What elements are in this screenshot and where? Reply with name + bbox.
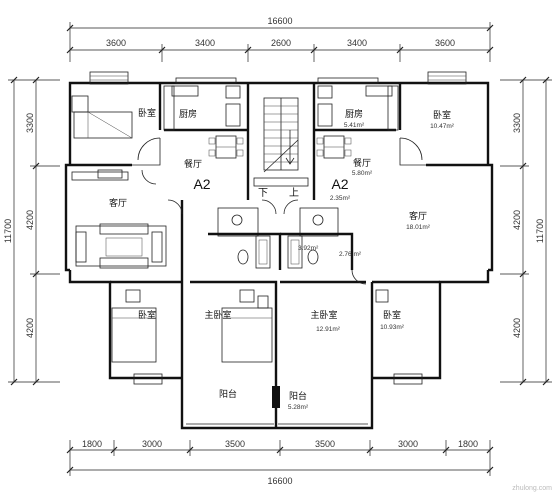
area-kitchen-right: 5.41m² [344, 122, 365, 129]
room-kitchen-left: 厨房 [179, 108, 197, 120]
window-top-left [89, 71, 129, 85]
left-dim-1: 3300 [25, 113, 35, 133]
room-kitchen-right: 厨房 [345, 108, 363, 120]
right-total-dim: 11700 [535, 219, 545, 243]
area-balcony-right: 5.28m² [288, 404, 309, 411]
bottom-dim-5: 3000 [398, 439, 418, 449]
bottom-dim-1: 1800 [82, 439, 102, 449]
window-top-right [427, 71, 467, 85]
room-bedroom-s-right: 卧室 [383, 309, 401, 321]
left-unit: 卧室 厨房 餐厅 A2 客厅 卧室 [70, 83, 278, 400]
left-dim-3: 4200 [25, 318, 35, 338]
unit-label-left: A2 [193, 176, 210, 192]
top-dim-3: 2600 [271, 38, 291, 48]
area-bedroom-ne: 10.47m² [430, 123, 455, 130]
area-bedroom-s-right: 10.93m² [380, 324, 405, 331]
bottom-dimension-chain: 1800 3000 3500 3500 3000 1800 16600 [66, 439, 494, 486]
area-bath-a: 3.92m² [298, 245, 319, 252]
watermark-text: zhulong.com [512, 485, 552, 492]
top-dim-2: 3400 [195, 38, 215, 48]
stair-up-label: 上 [289, 187, 299, 199]
top-dim-4: 3400 [347, 38, 367, 48]
left-total-dim: 11700 [3, 219, 13, 243]
window-kitchen-left [175, 77, 237, 84]
right-dim-2: 4200 [512, 210, 522, 230]
room-living-right: 客厅 [409, 210, 427, 222]
window-bedroom-s-left [133, 373, 163, 385]
room-master-right: 主卧室 [310, 309, 337, 321]
area-dining-right: 5.80m² [352, 170, 373, 177]
window-bedroom-s-right [393, 373, 423, 385]
bottom-dim-3: 3500 [225, 439, 245, 449]
left-dimension-chain: 11700 3300 4200 4200 [3, 76, 60, 386]
right-unit: 厨房 5.41m² 卧室 10.47m² 餐厅 5.80m² A2 2.35m²… [280, 83, 488, 411]
room-dining-right: 餐厅 [353, 157, 371, 169]
top-dimension-chain: 16600 3600 3400 2600 3400 3600 [66, 16, 494, 62]
area-bath-b: 2.76 m² [339, 251, 362, 258]
right-dim-3: 4200 [512, 318, 522, 338]
top-total-dim: 16600 [267, 16, 292, 26]
bottom-dim-6: 1800 [458, 439, 478, 449]
top-dim-5: 3600 [435, 38, 455, 48]
staircase: 下 上 [246, 83, 316, 200]
bottom-dim-4: 3500 [315, 439, 335, 449]
area-hall-right: 2.35m² [330, 195, 351, 202]
room-dining-left: 餐厅 [184, 158, 202, 170]
bathrooms: 3.92m² 2.76 m² [208, 199, 362, 270]
room-balcony-right: 阳台 [289, 390, 307, 402]
window-kitchen-right [317, 77, 379, 84]
bed-nw-left [73, 111, 133, 139]
bottom-dim-2: 3000 [142, 439, 162, 449]
bottom-total-dim: 16600 [267, 476, 292, 486]
top-dim-1: 3600 [106, 38, 126, 48]
right-dim-1: 3300 [512, 113, 522, 133]
area-master-right: 12.91m² [316, 326, 341, 333]
room-bedroom-s-left: 卧室 [138, 309, 156, 321]
room-master-left: 主卧室 [204, 309, 231, 321]
right-dimension-chain: 3300 4200 4200 11700 [500, 76, 552, 386]
balcony-divider [272, 386, 280, 408]
bed-master-left [221, 307, 273, 363]
stair-down-label: 下 [258, 188, 268, 199]
room-bedroom-nw: 卧室 [138, 107, 156, 119]
room-living-left: 客厅 [109, 197, 127, 209]
top-windows [89, 71, 467, 85]
bed-south-left [111, 307, 157, 363]
room-balcony-left: 阳台 [219, 388, 237, 400]
left-dim-2: 4200 [25, 210, 35, 230]
room-bedroom-ne: 卧室 [433, 109, 451, 121]
area-living-right: 18.01m² [406, 224, 431, 231]
unit-label-right: A2 [331, 176, 348, 192]
